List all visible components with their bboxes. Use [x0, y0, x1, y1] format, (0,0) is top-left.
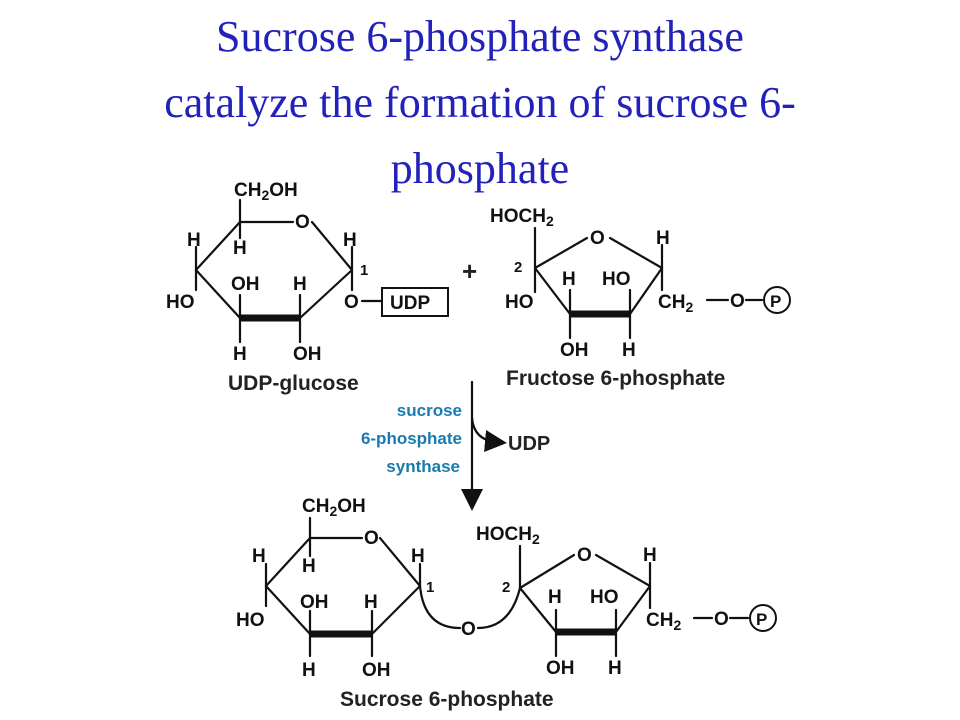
udp-box: [381, 287, 449, 317]
sucrose-glc-h-left: H: [252, 546, 266, 567]
udp-glucose-bonds: [194, 198, 449, 344]
sucrose-6-phosphate-structure: CH2OH O H H H 1 HO OH H H OH O HOCH2 O H…: [236, 496, 777, 711]
enzyme-name-line-3: synthase: [386, 457, 460, 476]
udp-glucose-c1-number: 1: [360, 262, 368, 279]
fructose-hoch2: HOCH2: [490, 206, 554, 229]
sucrose-fru-h-c5: H: [643, 545, 657, 566]
sucrose-fru-ho-c4: HO: [590, 587, 619, 608]
udp-glucose-h-c3: H: [293, 274, 307, 295]
plus-sign: +: [462, 256, 477, 286]
sucrose-fru-hoch2: HOCH2: [476, 524, 540, 547]
sucrose-fru-oh-c3: OH: [546, 658, 575, 679]
fructose-phosphate-p: P: [770, 292, 781, 311]
sucrose-fru-phosphate-p: P: [756, 610, 767, 629]
fructose-h-c4: H: [622, 340, 636, 361]
slide-title: Sucrose 6-phosphate synthase catalyze th…: [40, 4, 920, 202]
udp-glucose-ho-c4: HO: [166, 292, 195, 313]
sucrose-phosphate-circle: [749, 604, 777, 632]
sucrose-glc-ch2oh: CH2OH: [302, 496, 366, 519]
fructose-oh-c3: OH: [560, 340, 589, 361]
udp-glucose-ring-o: O: [295, 212, 310, 233]
fructose-ho-c4: HO: [602, 269, 631, 290]
title-line-1: Sucrose 6-phosphate synthase: [216, 12, 744, 61]
sucrose-fru-h-c3: H: [548, 587, 562, 608]
fructose-ch2: CH2: [658, 292, 693, 315]
udp-glucose-o-c1: O: [344, 292, 359, 313]
sucrose-fru-bridge-o: O: [714, 609, 729, 630]
sucrose-fru-h-c4: H: [608, 658, 622, 679]
sucrose-glc-ring-o: O: [364, 528, 379, 549]
fructose-c2-number: 2: [514, 259, 522, 276]
fructose-ring-o: O: [590, 228, 605, 249]
sucrose-bonds: [264, 516, 777, 658]
fructose-bonds: [533, 226, 791, 340]
fructose-6-phosphate-name: Fructose 6-phosphate: [506, 367, 725, 390]
sucrose-fru-ch2: CH2: [646, 610, 681, 633]
udp-glucose-oh-c3: OH: [231, 274, 260, 295]
udp-glucose-name: UDP-glucose: [228, 372, 359, 395]
sucrose-glc-c1-number: 1: [426, 579, 434, 596]
sucrose-6-phosphate-name: Sucrose 6-phosphate: [340, 688, 554, 711]
fructose-h-c3: H: [562, 269, 576, 290]
reaction-arrow: sucrose 6-phosphate synthase UDP: [361, 380, 550, 511]
udp-glucose-ch2oh: CH2OH: [234, 180, 298, 203]
udp-glucose-h-c1: H: [343, 230, 357, 251]
udp-glucose-h-left: H: [187, 230, 201, 251]
sucrose-fru-ring-o: O: [577, 545, 592, 566]
sucrose-glc-ho-c4: HO: [236, 610, 265, 631]
udp-byproduct: UDP: [508, 433, 550, 455]
udp-label: UDP: [390, 293, 430, 314]
sucrose-glc-h-c5: H: [302, 556, 316, 577]
sucrose-glc-oh-c2: OH: [362, 660, 391, 681]
sucrose-fru-c2-number: 2: [502, 579, 510, 596]
fructose-ho-c2: HO: [505, 292, 534, 313]
sucrose-glc-h-c1: H: [411, 546, 425, 567]
enzyme-name-line-1: sucrose: [397, 401, 462, 420]
fructose-6-phosphate-structure: HOCH2 O H 2 H HO HO CH2 O P OH H Fructos…: [490, 206, 791, 390]
udp-glucose-oh-c2: OH: [293, 344, 322, 365]
title-line-2: catalyze the formation of sucrose 6-: [164, 78, 796, 127]
udp-glucose-h-c4: H: [233, 344, 247, 365]
sucrose-glycosidic-o: O: [461, 619, 476, 640]
sucrose-glc-h-c4: H: [302, 660, 316, 681]
fructose-phosphate-circle: [763, 286, 791, 314]
enzyme-name-line-2: 6-phosphate: [361, 429, 462, 448]
sucrose-glc-oh-c3: OH: [300, 592, 329, 613]
udp-glucose-h-c5: H: [233, 238, 247, 259]
fructose-h-c5: H: [656, 228, 670, 249]
title-line-3: phosphate: [390, 144, 570, 193]
sucrose-glc-h-c3: H: [364, 592, 378, 613]
fructose-bridge-o: O: [730, 291, 745, 312]
udp-glucose-structure: CH2OH O H H H 1 HO OH H O UDP H OH UDP-g…: [166, 180, 449, 395]
